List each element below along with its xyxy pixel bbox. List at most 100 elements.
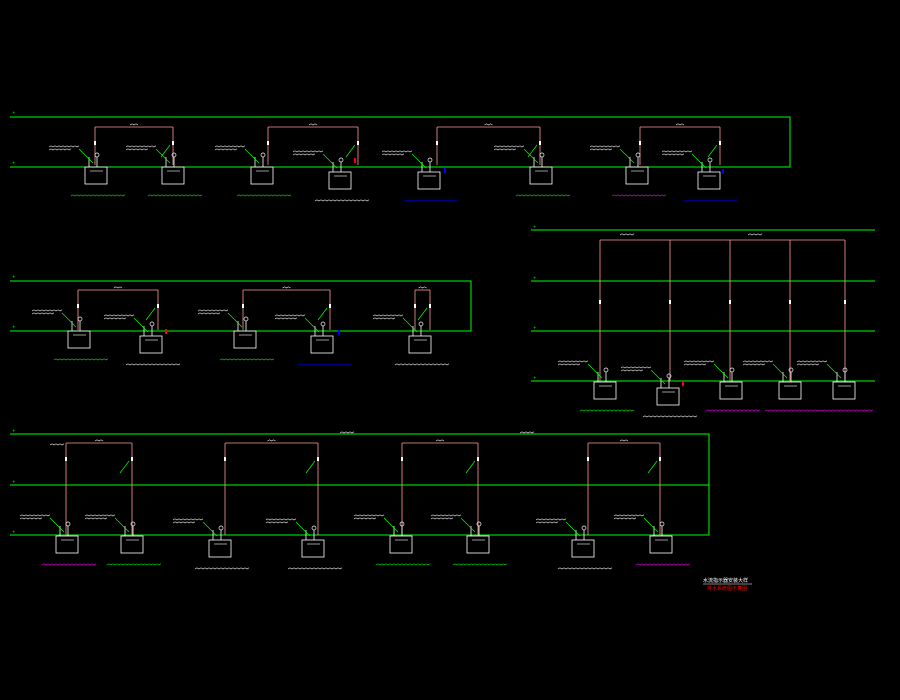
valve-symbol bbox=[427, 157, 433, 163]
fixture-annotation bbox=[493, 148, 517, 151]
fixture-box bbox=[593, 381, 617, 400]
fixture-box bbox=[571, 539, 595, 558]
pipe-fitting bbox=[94, 141, 96, 145]
fixture-group bbox=[31, 286, 450, 366]
pipe-fitting bbox=[669, 300, 671, 304]
fixture-annotation bbox=[381, 150, 413, 153]
level-mark: + bbox=[533, 224, 536, 229]
pipe-fitting bbox=[659, 457, 661, 461]
fixture-annotation bbox=[103, 317, 127, 320]
leader-line bbox=[707, 144, 718, 158]
pipe-fitting bbox=[789, 300, 791, 304]
fixture-box bbox=[649, 535, 673, 554]
valve-symbol bbox=[603, 367, 609, 373]
valve-symbol bbox=[218, 525, 224, 531]
leader-line bbox=[345, 144, 356, 158]
riser-pair bbox=[77, 286, 159, 330]
fixture-box bbox=[778, 381, 802, 400]
pipe-size-mark bbox=[418, 286, 427, 289]
valve-symbol bbox=[77, 316, 83, 322]
pipe-size-mark bbox=[747, 233, 763, 236]
level-mark: + bbox=[533, 325, 536, 330]
fixture-annotation bbox=[125, 145, 157, 148]
pipe-fitting bbox=[65, 457, 67, 461]
marker bbox=[165, 329, 167, 334]
pipe-fitting bbox=[224, 457, 226, 461]
leader-line bbox=[49, 517, 65, 533]
valve-symbol bbox=[539, 152, 545, 158]
leader-line bbox=[155, 148, 171, 164]
fixture-annotation bbox=[197, 309, 229, 312]
fixture-box bbox=[310, 335, 334, 354]
valve-symbol bbox=[65, 521, 71, 527]
fixture-label bbox=[41, 563, 97, 566]
fixture-label bbox=[53, 358, 109, 361]
pipe-size-mark bbox=[308, 123, 318, 126]
pipe-fitting bbox=[357, 141, 359, 145]
riser-pair bbox=[65, 439, 133, 535]
leader-line bbox=[145, 307, 156, 321]
fixture-annotation bbox=[265, 521, 289, 524]
riser-pair bbox=[414, 286, 431, 330]
fixture-symbol bbox=[19, 514, 97, 566]
valve-symbol bbox=[338, 157, 344, 163]
leader-line bbox=[460, 517, 476, 533]
pipe-fitting bbox=[587, 457, 589, 461]
fixture-box bbox=[161, 166, 185, 185]
valve-symbol bbox=[171, 152, 177, 158]
fixture-annotation bbox=[430, 517, 454, 520]
valve-symbol bbox=[666, 373, 672, 379]
fixture-box bbox=[55, 535, 79, 554]
fixture-annotation bbox=[796, 360, 828, 363]
pipe-fitting bbox=[157, 304, 159, 308]
riser-pair bbox=[639, 123, 721, 165]
pipe-size-mark bbox=[129, 123, 139, 126]
fixture-symbol bbox=[430, 514, 508, 566]
fixture-group bbox=[19, 431, 691, 570]
leader-line bbox=[202, 521, 218, 537]
pipe-size-mark bbox=[619, 233, 635, 236]
riser-pair bbox=[436, 123, 541, 165]
pipe-size-mark bbox=[619, 439, 629, 442]
valve-symbol bbox=[788, 367, 794, 373]
leader-line bbox=[61, 312, 77, 328]
fixture-box bbox=[67, 330, 91, 349]
fixture-label bbox=[70, 194, 126, 197]
fixture-annotation bbox=[274, 314, 306, 317]
fixture-symbol bbox=[493, 145, 571, 197]
valve-symbol bbox=[149, 321, 155, 327]
fixture-label bbox=[764, 409, 820, 412]
fixture-annotation bbox=[430, 514, 462, 517]
fixture-box bbox=[250, 166, 274, 185]
fixture-annotation bbox=[613, 514, 645, 517]
fixture-annotation bbox=[84, 517, 108, 520]
fixture-symbol bbox=[372, 314, 450, 366]
fixture-box bbox=[832, 381, 856, 400]
fixture-annotation bbox=[172, 521, 196, 524]
leader-line bbox=[317, 307, 328, 321]
fixture-annotation bbox=[796, 363, 820, 366]
marker bbox=[338, 330, 340, 335]
fixture-annotation bbox=[620, 369, 644, 372]
fixture-annotation bbox=[48, 148, 72, 151]
valve-symbol bbox=[659, 521, 665, 527]
leader-line bbox=[322, 153, 338, 169]
fixture-box bbox=[466, 535, 490, 554]
panel-frame bbox=[10, 280, 472, 332]
fixture-annotation bbox=[535, 518, 567, 521]
pipe-fitting bbox=[267, 141, 269, 145]
fixture-annotation bbox=[613, 517, 637, 520]
fixture-annotation bbox=[620, 366, 652, 369]
fixture-annotation bbox=[274, 317, 298, 320]
fixture-annotation bbox=[197, 312, 221, 315]
valve-symbol bbox=[399, 521, 405, 527]
fixture-label bbox=[705, 409, 761, 412]
fixture-label bbox=[635, 563, 691, 566]
leader-line bbox=[643, 517, 659, 533]
fixture-label bbox=[194, 567, 250, 570]
pipe-fitting bbox=[172, 141, 174, 145]
fixture-annotation bbox=[661, 150, 693, 153]
pipe-fitting bbox=[719, 141, 721, 145]
fixture-annotation bbox=[742, 363, 766, 366]
fixture-group bbox=[48, 123, 739, 202]
